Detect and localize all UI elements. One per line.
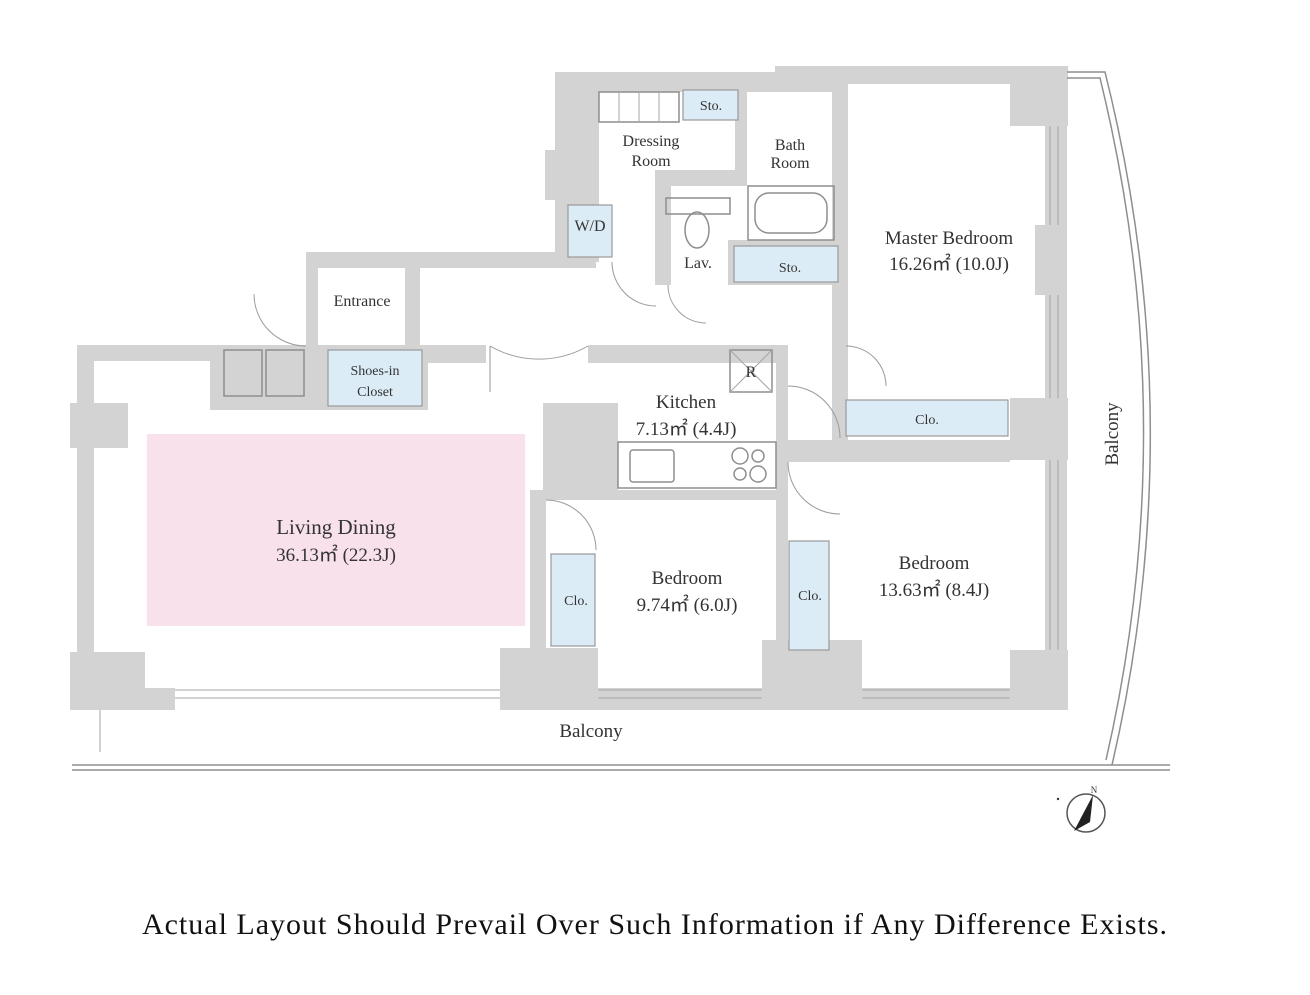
balcony-outline [72, 71, 1170, 771]
wd-label: W/D [574, 218, 605, 235]
wd-box [567, 204, 613, 258]
shoes-closet-label-line1: Shoes-in [351, 364, 400, 379]
north-label: N [1091, 785, 1098, 795]
compass-dot [1056, 797, 1060, 801]
sto-top-box [682, 89, 739, 121]
bath-room-label-line2: Room [770, 155, 810, 172]
balcony-south-label: Balcony [559, 721, 623, 742]
north-compass: N [1056, 785, 1106, 833]
clo-small-label: Clo. [564, 594, 588, 609]
clo-master-label: Clo. [915, 413, 939, 428]
kitchen-name: Kitchen [656, 392, 717, 413]
refrigerator-label: R [746, 364, 757, 381]
room-labels: Dressing Room Bath Room Sto. W/D Lav. St… [276, 99, 1123, 742]
clo-small-box [550, 553, 596, 647]
sto-lav-box [733, 245, 839, 283]
bedroom-large-area: 13.63㎡ (8.4J) [879, 578, 989, 601]
master-bedroom-name: Master Bedroom [885, 228, 1013, 249]
sto-top-label: Sto. [700, 99, 722, 114]
bedroom-small-area: 9.74㎡ (6.0J) [637, 593, 738, 616]
kitchen-area: 7.13㎡ (4.4J) [636, 417, 737, 440]
bath-room-label-line1: Bath [775, 137, 805, 154]
doors [253, 261, 887, 551]
windows [175, 126, 1059, 699]
clo-large-box [788, 540, 830, 651]
sto-lav-label: Sto. [779, 261, 801, 276]
shoes-closet-label-line2: Closet [357, 385, 393, 400]
dressing-room-label-line1: Dressing [623, 133, 680, 150]
living-dining-highlight [147, 434, 525, 626]
balcony-east-label: Balcony [1102, 402, 1123, 466]
bedroom-large-name: Bedroom [899, 553, 970, 574]
bedroom-small-name: Bedroom [652, 568, 723, 589]
living-dining-name: Living Dining [276, 515, 396, 539]
lav-label: Lav. [684, 255, 712, 272]
living-dining-area: 36.13㎡ (22.3J) [276, 543, 396, 566]
shoes-closet-box [327, 349, 423, 407]
dressing-room-label-line2: Room [631, 153, 671, 170]
compass-ring [1066, 793, 1106, 833]
north-arrow-icon [1074, 795, 1093, 831]
clo-large-label: Clo. [798, 589, 822, 604]
entrance-label: Entrance [334, 293, 391, 310]
disclaimer-text: Actual Layout Should Prevail Over Such I… [141, 908, 1169, 941]
fixtures [223, 91, 835, 489]
master-bedroom-area: 16.26㎡ (10.0J) [889, 252, 1009, 275]
storage-units [327, 89, 1009, 651]
clo-master-box [845, 399, 1009, 437]
